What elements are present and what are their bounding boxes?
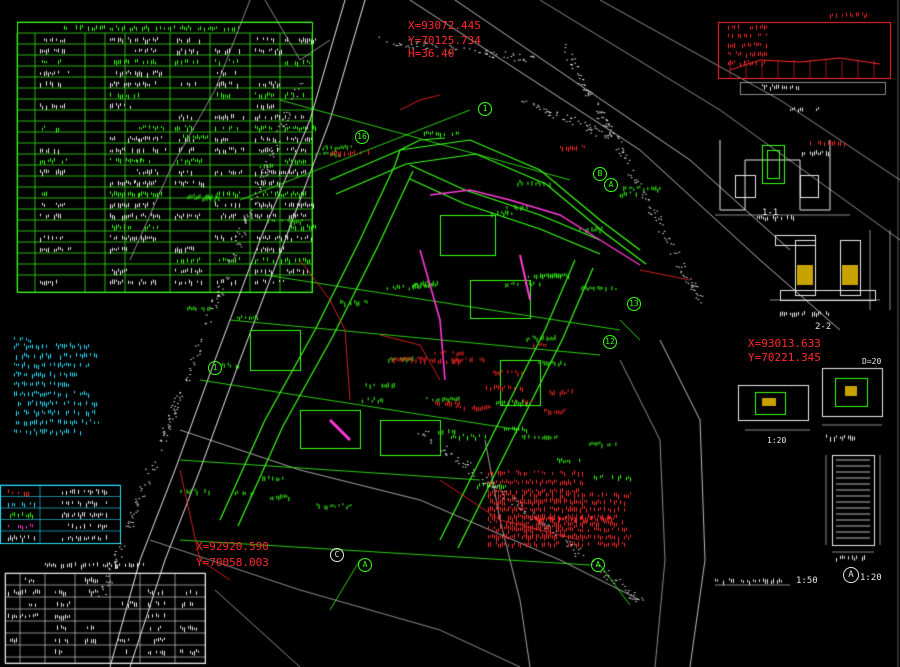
detail-title: D=20 bbox=[862, 357, 882, 366]
axis-bubble-16: 16 bbox=[355, 130, 369, 144]
axis-bubble-1-left: 1 bbox=[208, 361, 222, 375]
section-1-1: 1-1 bbox=[762, 208, 779, 218]
axis-bubble-13: 13 bbox=[627, 297, 641, 311]
axis-bubble-a-right: A bbox=[604, 178, 618, 192]
coord-right-x: X=93013.633 bbox=[748, 337, 821, 350]
coord-top-x: X=93072.445 bbox=[408, 19, 481, 32]
section-2-2: 2-2 bbox=[815, 322, 832, 332]
coord-bottom-y: Y=70058.003 bbox=[196, 556, 269, 569]
axis-bubble-12: 12 bbox=[603, 335, 617, 349]
axis-bubble-a-bottom2: A bbox=[591, 558, 605, 572]
scale-label-1-20: 1:20 bbox=[767, 436, 787, 445]
legend-circle-a: A bbox=[843, 567, 859, 583]
coord-right-y: Y=70221.345 bbox=[748, 351, 821, 364]
scale-label-1-20-b: 1:20 bbox=[860, 573, 882, 583]
scale-label-1-50: 1:50 bbox=[796, 576, 818, 586]
axis-bubble-c: C bbox=[330, 548, 344, 562]
coord-top-y: Y=70125.734 bbox=[408, 34, 481, 47]
coord-top-h: H=36.40 bbox=[408, 47, 455, 60]
axis-bubble-b: B bbox=[593, 167, 607, 181]
axis-bubble-a-bottom: A bbox=[358, 558, 372, 572]
axis-bubble-1-top: 1 bbox=[478, 102, 492, 116]
coord-bottom-x: X=92920.590 bbox=[196, 540, 269, 553]
